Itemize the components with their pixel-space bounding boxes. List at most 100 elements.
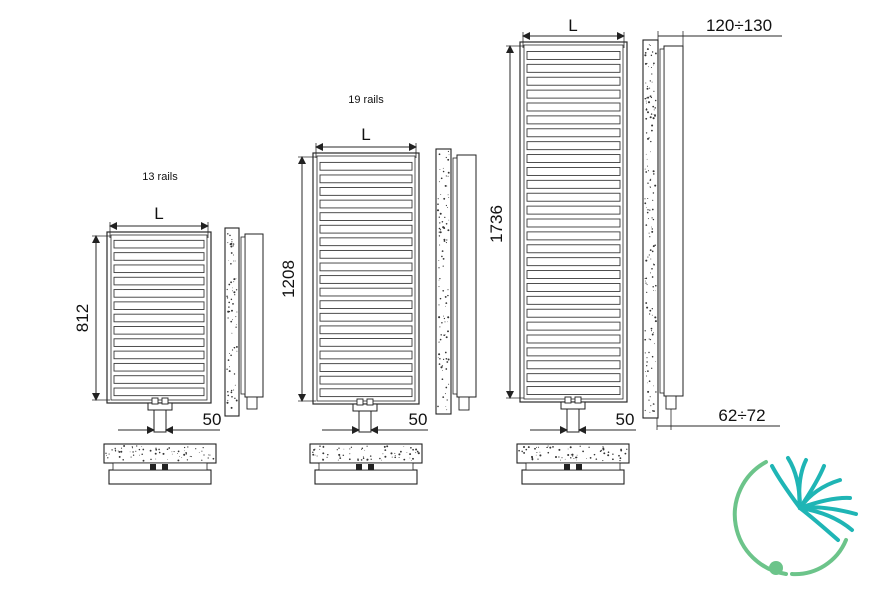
side-view — [642, 39, 684, 419]
rail — [319, 350, 413, 360]
logo-ray — [770, 464, 802, 510]
offset-label: 50 — [203, 410, 222, 429]
valve — [147, 397, 173, 433]
top-view — [516, 443, 630, 485]
rail — [526, 179, 621, 189]
rail — [319, 338, 413, 347]
rail — [319, 187, 413, 196]
wall-texture — [518, 445, 628, 462]
rail — [526, 283, 621, 292]
valve — [560, 396, 586, 433]
rail — [113, 387, 205, 397]
rail — [113, 252, 205, 261]
rail — [526, 321, 621, 331]
rail — [526, 115, 621, 125]
rail — [113, 289, 205, 298]
top-view — [103, 443, 217, 485]
rail — [113, 313, 205, 323]
rail — [526, 128, 621, 138]
rail — [113, 276, 205, 286]
rail — [526, 270, 621, 279]
logo-dot — [769, 561, 783, 575]
rail — [319, 300, 413, 310]
rail — [526, 51, 621, 60]
rail — [526, 205, 621, 215]
rail — [319, 363, 413, 372]
rail — [526, 386, 621, 395]
width-label: L — [568, 16, 577, 35]
rail — [526, 63, 621, 73]
rail — [526, 347, 621, 357]
rail — [526, 295, 621, 305]
rail — [526, 102, 621, 112]
rail — [526, 166, 621, 176]
logo-rays — [770, 456, 858, 542]
rail — [526, 334, 621, 344]
rail — [319, 212, 413, 221]
logo-arc — [732, 460, 788, 576]
rails-group — [113, 239, 205, 397]
rail — [319, 224, 413, 234]
rail — [113, 301, 205, 310]
rail — [319, 161, 413, 171]
rail — [526, 141, 621, 151]
rail — [319, 199, 413, 209]
pipe-distance-label: 62÷72 — [718, 406, 765, 425]
rail — [526, 308, 621, 318]
radiator-variant-3: L 1736 50 120÷130 62÷ — [487, 16, 782, 485]
radiator-variant-1: 13 rails L 812 50 — [73, 171, 264, 485]
rail — [526, 257, 621, 267]
rail — [319, 312, 413, 322]
side-view — [435, 148, 477, 415]
rail — [319, 325, 413, 335]
rail — [319, 275, 413, 284]
width-label: L — [154, 204, 163, 223]
rails-count-label: 13 rails — [142, 171, 178, 183]
rail — [526, 360, 621, 370]
offset-label: 50 — [616, 410, 635, 429]
wall-texture — [226, 233, 238, 409]
logo-ray — [798, 506, 840, 542]
rail — [526, 192, 621, 202]
height-label: 1736 — [487, 205, 506, 243]
wall-texture — [312, 445, 420, 462]
side-view — [224, 227, 264, 417]
rail — [526, 218, 621, 228]
rails-group — [526, 51, 621, 395]
radiator-variant-2: 19 rails L 1208 50 — [279, 94, 477, 485]
wall-texture — [644, 44, 657, 413]
logo-ray — [798, 506, 854, 532]
rail — [113, 326, 205, 335]
rail — [113, 350, 205, 360]
rail — [319, 388, 413, 398]
rail — [526, 76, 621, 86]
offset-label: 50 — [409, 410, 428, 429]
logo-ray — [798, 478, 842, 510]
height-label: 812 — [73, 304, 92, 332]
valve — [352, 398, 378, 433]
rail — [526, 244, 621, 254]
rail — [526, 89, 621, 99]
rail — [319, 287, 413, 297]
rail — [113, 362, 205, 372]
wall-texture — [105, 445, 215, 462]
wall-distance-label: 120÷130 — [706, 16, 772, 35]
logo-ray — [797, 458, 808, 510]
height-label: 1208 — [279, 260, 298, 298]
rail — [113, 338, 205, 347]
rail — [319, 237, 413, 247]
rails-group — [319, 161, 413, 398]
top-view — [309, 443, 423, 485]
brand-logo — [732, 456, 858, 577]
width-label: L — [361, 125, 370, 144]
rail — [526, 231, 621, 241]
rail — [319, 174, 413, 184]
rail — [113, 375, 205, 384]
wall-texture — [436, 150, 450, 411]
rail — [319, 375, 413, 385]
rail — [526, 373, 621, 383]
rail — [113, 264, 205, 274]
rail — [319, 262, 413, 272]
rail — [113, 239, 205, 249]
